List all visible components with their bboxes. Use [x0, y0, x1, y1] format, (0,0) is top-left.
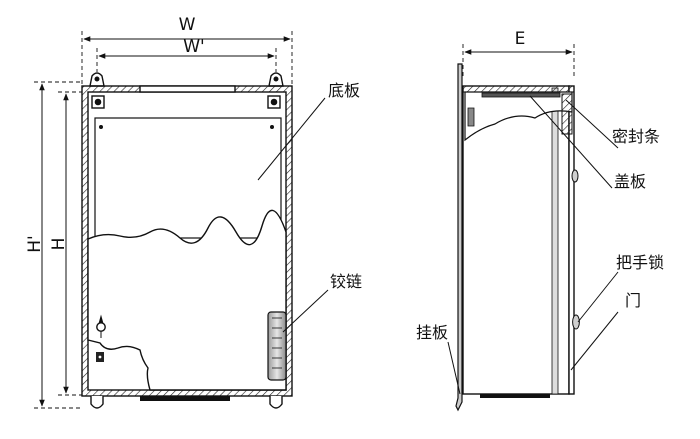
w-prime-dimension-label: W'	[183, 37, 204, 57]
e-dimension-label: E	[515, 29, 526, 49]
base-plate-leader	[257, 97, 326, 181]
bottom-left-foot	[90, 396, 104, 409]
cover-plate	[481, 92, 561, 98]
seal-strip	[561, 93, 573, 135]
h-dimension-label: H	[49, 238, 69, 251]
hanging-plate-leader	[447, 341, 461, 395]
hinge-label: 铰链	[330, 272, 362, 291]
h-prime-dimension-label: H'	[25, 235, 45, 252]
door-leader	[570, 311, 619, 371]
base-plate-label: 底板	[328, 81, 360, 100]
seal-strip-label: 密封条	[612, 127, 660, 146]
door-label: 门	[625, 291, 641, 310]
handle-lock-leader	[577, 271, 619, 323]
side-handle-lock	[572, 314, 580, 330]
front-view	[34, 31, 329, 409]
cover-plate-leader	[529, 95, 613, 189]
base-plate	[94, 117, 282, 239]
hanging-plate-label: 挂板	[416, 323, 448, 342]
handle-lock-label: 把手锁	[616, 253, 664, 272]
front-door	[87, 209, 287, 391]
hanging-plate	[455, 63, 463, 412]
bottom-right-foot	[269, 396, 283, 409]
seal-strip-leader	[565, 99, 619, 149]
side-body	[462, 85, 570, 395]
hinge-leader	[282, 289, 329, 333]
door-hinge	[267, 311, 287, 381]
side-view	[447, 44, 619, 412]
cover-plate-label: 盖板	[614, 172, 646, 191]
w-dimension-label: W	[179, 15, 196, 35]
